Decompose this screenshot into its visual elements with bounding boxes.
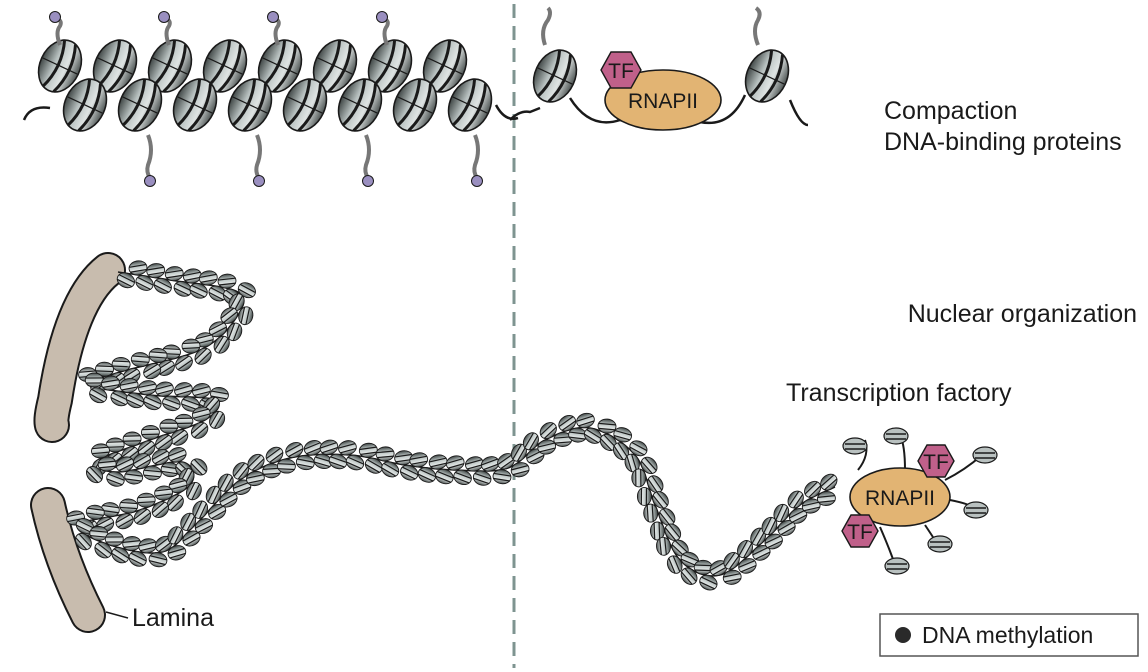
dna-binding-proteins-label: DNA-binding proteins [884, 128, 1122, 156]
nucleosome [159, 418, 179, 434]
nucleosome [84, 372, 104, 388]
methyl-mark-icon [362, 175, 374, 187]
nucleosome [927, 535, 953, 553]
nucleosome [122, 431, 142, 447]
nucleosome [276, 458, 297, 475]
nuclear-lamina [30, 252, 126, 633]
compact-nucleosome-array [22, 31, 519, 140]
nucleosome [140, 424, 161, 441]
rnapii-label: RNAPII [865, 487, 935, 510]
compaction-label: Compaction [884, 97, 1017, 125]
methyl-mark-icon [267, 11, 279, 23]
dna-methylation-dot-icon [895, 627, 911, 643]
nucleosome [735, 41, 799, 111]
nucleosome [118, 497, 139, 515]
nucleosome [130, 351, 151, 368]
legend: DNA methylation [879, 613, 1139, 657]
nucleosome [816, 470, 841, 494]
methyl-mark-icon [253, 175, 265, 187]
nucleosome [884, 557, 910, 575]
methyl-mark-icon [158, 11, 170, 23]
transcription-factory: RNAPII TF TF [841, 427, 998, 575]
legend-dna-methylation-label: DNA methylation [922, 622, 1093, 648]
nucleosome [104, 531, 124, 547]
lamina-pointer [105, 611, 129, 619]
tf-label: TF [608, 60, 634, 83]
nuclear-organization-label: Nuclear organization [908, 300, 1137, 328]
rnapii-label: RNAPII [628, 90, 698, 113]
legend-box [879, 613, 1139, 657]
tf-label: TF [923, 451, 949, 474]
nucleosome [574, 410, 597, 431]
tf-label: TF [847, 521, 873, 544]
nucleosome [374, 445, 396, 463]
nucleosome [963, 501, 989, 519]
nucleosome [523, 41, 587, 111]
transcription-factory-label: Transcription factory [786, 379, 1012, 407]
nucleosome [842, 437, 868, 455]
methyl-mark-icon [376, 11, 388, 23]
nucleosome [631, 468, 647, 488]
methyl-mark-icon [49, 11, 61, 23]
nucleosome [165, 444, 189, 466]
nucleosome [636, 486, 653, 507]
nucleosome [111, 356, 132, 373]
rnapii-complex-top: RNAPII TF [600, 51, 722, 131]
lamina-label: Lamina [132, 604, 214, 632]
methyl-mark-icon [471, 175, 483, 187]
nucleosome [693, 559, 714, 576]
histone-tails-methylated [49, 11, 483, 187]
chromatin-fiber [64, 258, 841, 594]
tf-hexagon [841, 514, 879, 548]
nucleosome [883, 427, 909, 445]
tf-hexagon [917, 444, 955, 478]
methyl-mark-icon [144, 175, 156, 187]
tf-hexagon [600, 51, 642, 89]
nucleosome [972, 446, 998, 464]
